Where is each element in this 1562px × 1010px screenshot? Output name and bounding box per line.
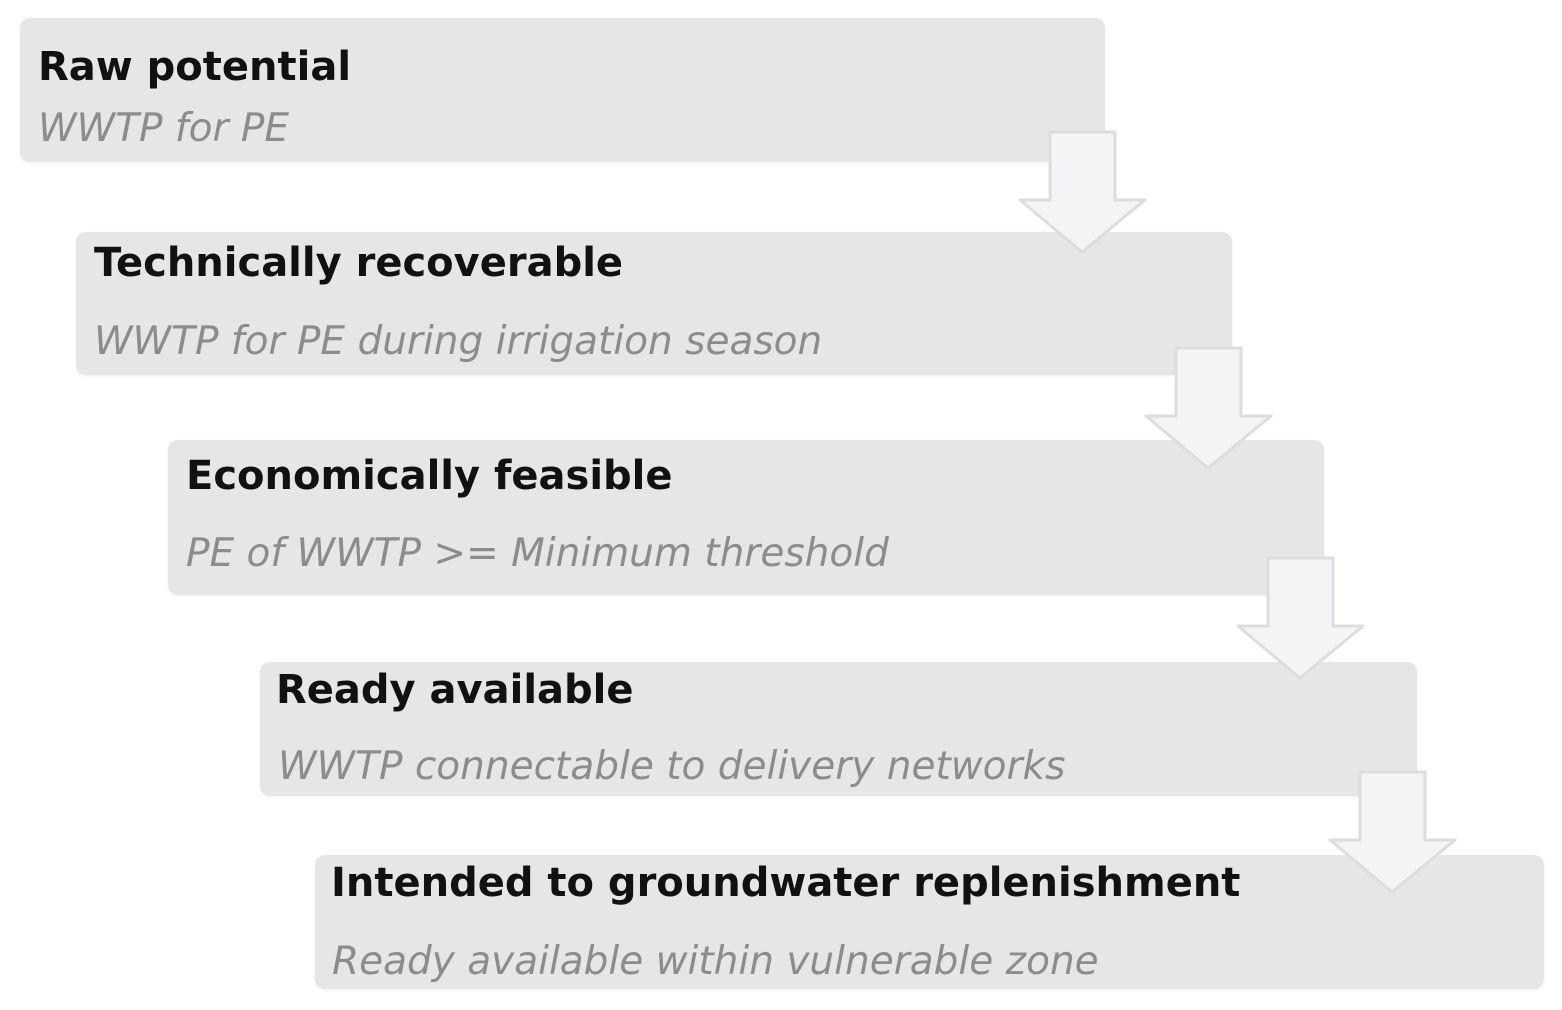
step-title: Intended to groundwater replenishment [331, 860, 1241, 906]
step-technically-recoverable: Technically recoverable WWTP for PE duri… [76, 232, 1232, 375]
down-arrow-icon [1144, 346, 1273, 470]
down-arrow-icon [1236, 556, 1365, 680]
step-ready-available: Ready available WWTP connectable to deli… [260, 662, 1417, 796]
step-title: Ready available [276, 667, 634, 713]
step-description: Ready available within vulnerable zone [332, 939, 1099, 984]
step-description: WWTP for PE during irrigation season [94, 319, 823, 364]
step-description: PE of WWTP >= Minimum threshold [186, 531, 889, 576]
step-raw-potential: Raw potential WWTP for PE [20, 18, 1105, 162]
step-description: WWTP connectable to delivery networks [278, 744, 1066, 789]
step-title: Raw potential [38, 44, 352, 90]
down-arrow-icon [1018, 130, 1147, 254]
step-groundwater-replenishment: Intended to groundwater replenishment Re… [315, 855, 1544, 989]
step-title: Technically recoverable [94, 240, 624, 286]
down-arrow-icon [1328, 770, 1457, 894]
step-title: Economically feasible [186, 453, 673, 499]
step-description: WWTP for PE [38, 106, 290, 151]
step-economically-feasible: Economically feasible PE of WWTP >= Mini… [168, 440, 1324, 595]
